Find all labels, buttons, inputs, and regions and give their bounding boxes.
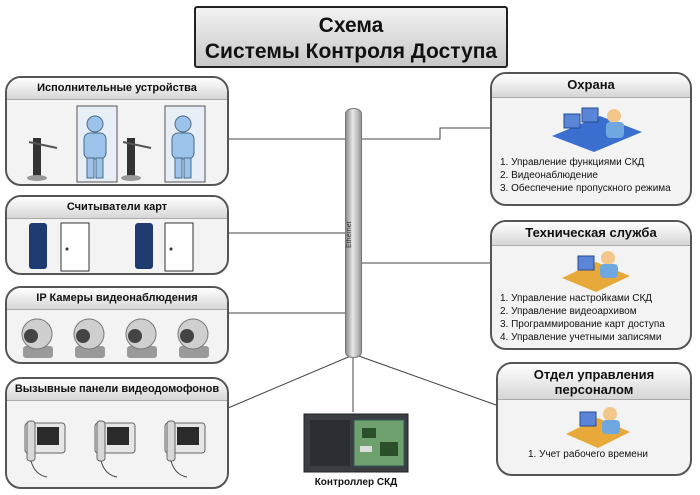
door-icon [60, 222, 90, 272]
ethernet-label: Ethernet [346, 221, 353, 249]
card-reader-icon [29, 223, 47, 269]
security-duties: 1. Управление функциями СКД 2. Видеонабл… [492, 156, 690, 195]
intercom-icon [94, 420, 136, 478]
list-item: 3. Программирование карт доступа [500, 319, 665, 330]
card-reader-icon [135, 223, 153, 269]
panel-security: Охрана 1. Управление функциями СКД 2. Ви… [490, 72, 692, 206]
turnstile-icon [27, 138, 58, 181]
ip-camera-icon [125, 318, 157, 358]
person-icon [171, 115, 195, 179]
panel-hr: Отдел управления персоналом 1. Учет рабо… [496, 362, 692, 476]
link-security [362, 127, 490, 140]
controller-icon [303, 413, 409, 473]
panel-card-readers: Считыватели карт [5, 195, 229, 275]
list-item: 2. Видеонаблюдение [500, 170, 598, 181]
title-line-1: Схема [318, 14, 384, 37]
intercom-icon [164, 420, 206, 478]
ip-camera-icon [73, 318, 105, 358]
list-item: 2. Управление видеоархивом [500, 306, 637, 317]
ethernet-backbone [345, 108, 362, 358]
panel-tech-service-title: Техническая служба [492, 222, 690, 246]
workstation-icon [552, 107, 642, 152]
title-line-2: Системы Контроля Доступа [204, 40, 498, 63]
turnstile-icon [121, 138, 152, 181]
panel-ip-cameras-title: IP Камеры видеонаблюдения [7, 288, 227, 310]
door-icon [164, 222, 194, 272]
panel-ip-cameras: IP Камеры видеонаблюдения [5, 286, 229, 364]
workstation-icon [566, 407, 630, 448]
ip-camera-icon [21, 318, 53, 358]
actuator-devices [27, 105, 206, 183]
list-item: 3. Обеспечение пропускного режима [500, 183, 671, 194]
panel-intercoms: Вызывные панели видеодомофонов [5, 377, 229, 489]
ip-camera-icon [177, 318, 209, 358]
reader-devices [29, 222, 194, 272]
panel-card-readers-title: Считыватели карт [7, 197, 227, 219]
link-intercoms [227, 354, 354, 409]
link-hr [355, 354, 497, 406]
person-icon [83, 115, 107, 179]
list-item: 4. Управление учетными записями [500, 332, 662, 343]
camera-devices [21, 318, 209, 358]
intercom-icon [24, 420, 66, 478]
intercom-devices [24, 420, 206, 478]
panel-security-title: Охрана [492, 74, 690, 98]
tech-duties: 1. Управление настройками СКД 2. Управле… [492, 292, 690, 344]
controller-label: Контроллер СКД [314, 477, 398, 488]
panel-actuators-title: Исполнительные устройства [7, 78, 227, 100]
diagram-title: Схема Системы Контроля Доступа [194, 6, 508, 68]
list-item: 1. Учет рабочего времени [528, 449, 648, 460]
panel-hr-title: Отдел управления персоналом [498, 364, 690, 400]
workstation-icon [562, 251, 630, 292]
panel-actuators: Исполнительные устройства [5, 76, 229, 186]
panel-tech-service: Техническая служба 1. Управление настрой… [490, 220, 692, 350]
list-item: 1. Управление настройками СКД [500, 293, 653, 304]
list-item: 1. Управление функциями СКД [500, 157, 645, 168]
hr-duties: 1. Учет рабочего времени [498, 448, 690, 461]
panel-intercoms-title: Вызывные панели видеодомофонов [7, 379, 227, 401]
